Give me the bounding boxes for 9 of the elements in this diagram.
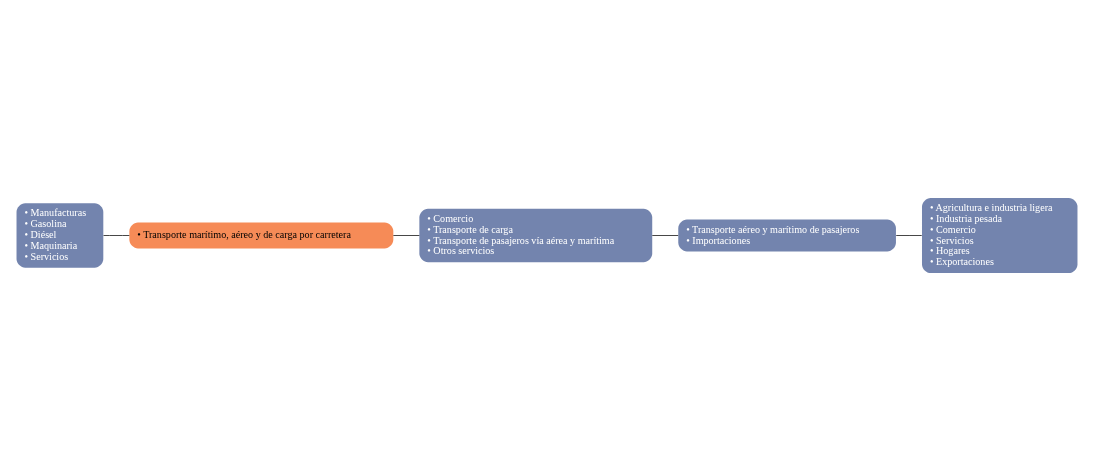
connector — [103, 235, 130, 236]
node-box: • Agricultura e industria ligera • Industria pesada • Comercio • Servicios • Hogares • Exportaciones — [922, 197, 1078, 274]
node-box: • Manufacturas • Gasolina • Diésel • Maquinaria • Servicios — [16, 203, 104, 268]
node-box: • Transporte aéreo y marítimo de pasajeros • Importaciones — [678, 219, 896, 252]
connector — [393, 235, 420, 236]
node-box: • Transporte marítimo, aéreo y de carga por carretera — [129, 222, 394, 249]
connector — [895, 235, 923, 236]
node-box: • Comercio • Transporte de carga • Transporte de pasajeros vía aérea y marítima • Otros servicios — [419, 208, 653, 263]
connector — [651, 235, 679, 236]
